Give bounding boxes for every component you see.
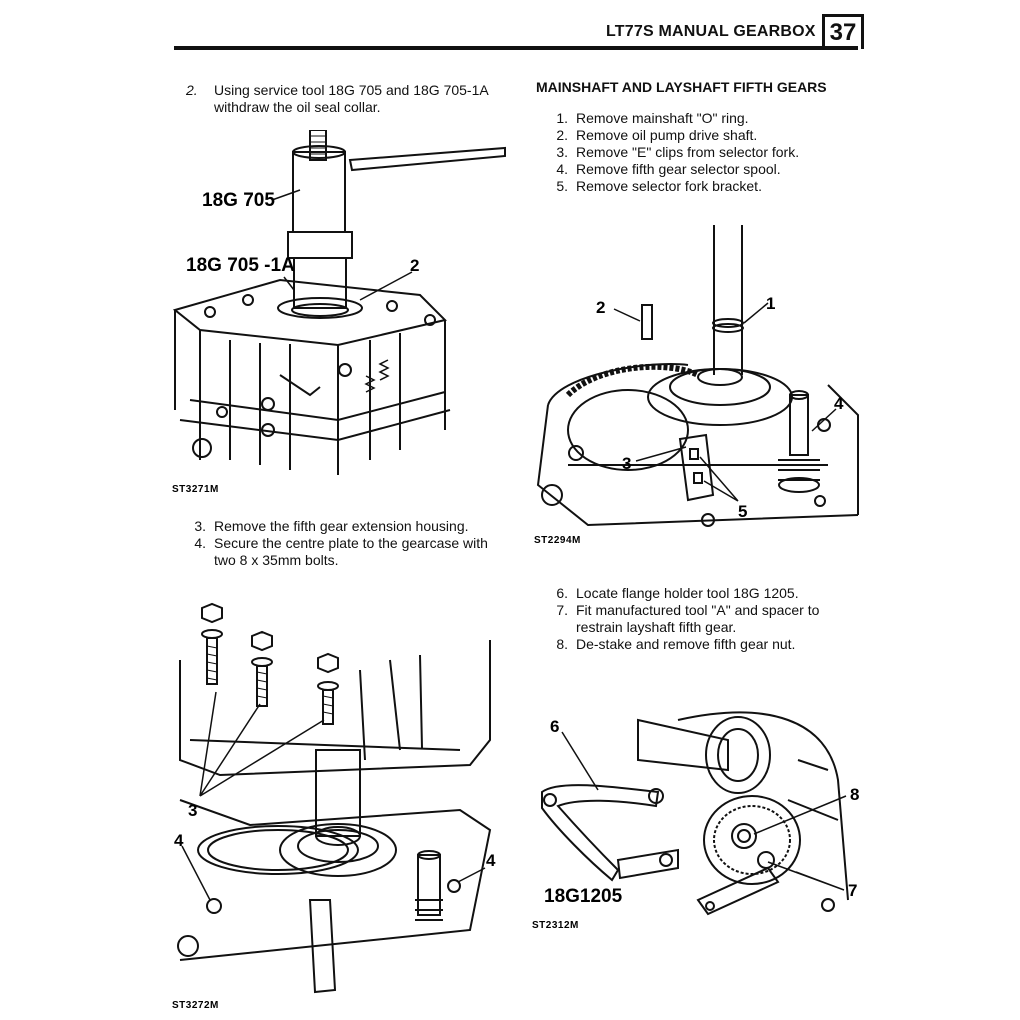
- step-4-text: Secure the centre plate to the gearcase …: [214, 535, 488, 568]
- figure-st3271m-drawing: 18G 705 18G 705 -1A 2 ST3271M: [172, 130, 506, 495]
- caption-st2312m: ST2312M: [532, 920, 579, 931]
- step-r3-text: Remove "E" clips from selector fork.: [576, 144, 800, 160]
- step-r6-text: Locate flange holder tool 18G 1205.: [576, 585, 799, 601]
- step-r2: 2. Remove oil pump drive shaft.: [548, 127, 868, 144]
- label-18g1205: 18G1205: [544, 886, 623, 907]
- caption-st3271m: ST3271M: [172, 484, 219, 495]
- step-r6-number: 6.: [556, 585, 568, 601]
- step-r6: 6. Locate flange holder tool 18G 1205.: [548, 585, 866, 602]
- step-2-number: 2.: [186, 82, 198, 98]
- step-r3: 3. Remove "E" clips from selector fork.: [548, 144, 868, 161]
- callout-6: 6: [550, 717, 559, 736]
- figure-st2294m: 2 1 3 4 5 ST2294M: [528, 225, 868, 550]
- step-r8-number: 8.: [556, 636, 568, 652]
- step-r4-text: Remove fifth gear selector spool.: [576, 161, 781, 177]
- step-r2-number: 2.: [556, 127, 568, 143]
- step-r1-number: 1.: [556, 110, 568, 126]
- step-r8-text: De-stake and remove fifth gear nut.: [576, 636, 796, 652]
- step-r5-text: Remove selector fork bracket.: [576, 178, 762, 194]
- step-r5: 5. Remove selector fork bracket.: [548, 178, 868, 195]
- callout-7: 7: [848, 881, 857, 900]
- figure-st3272m: 3 4 4 ST3272M: [160, 600, 510, 1015]
- step-r1-text: Remove mainshaft "O" ring.: [576, 110, 749, 126]
- steps-6-8: 6. Locate flange holder tool 18G 1205. 7.…: [548, 585, 866, 653]
- step-r7-number: 7.: [556, 602, 568, 618]
- callout-1: 1: [766, 294, 775, 313]
- step-r7-text: Fit manufactured tool "A" and spacer to …: [576, 602, 820, 635]
- step-r8: 8. De-stake and remove fifth gear nut.: [548, 636, 866, 653]
- step-2-text: Using service tool 18G 705 and 18G 705-1…: [214, 82, 488, 115]
- label-18g-705-1a: 18G 705 -1A: [186, 255, 295, 276]
- callout-4: 4: [834, 394, 844, 413]
- figure-st2312m-drawing: 6 8 7 18G1205 ST2312M: [532, 711, 859, 931]
- step-4: 4. Secure the centre plate to the gearcas…: [186, 535, 506, 569]
- step-3-number: 3.: [194, 518, 206, 534]
- step-r1: 1. Remove mainshaft "O" ring.: [548, 110, 868, 127]
- callout-5: 5: [738, 502, 747, 521]
- section-heading: MAINSHAFT AND LAYSHAFT FIFTH GEARS: [536, 79, 827, 95]
- figure-st2312m: 6 8 7 18G1205 ST2312M: [528, 700, 868, 935]
- step-r3-number: 3.: [556, 144, 568, 160]
- step-r7: 7. Fit manufactured tool "A" and spacer t…: [548, 602, 866, 636]
- step-r2-text: Remove oil pump drive shaft.: [576, 127, 758, 143]
- callout-4-left: 4: [174, 831, 184, 850]
- figure-st3271m: 18G 705 18G 705 -1A 2 ST3271M: [160, 130, 510, 500]
- page-number: 37: [822, 14, 864, 49]
- callout-4-right: 4: [486, 851, 496, 870]
- step-3-text: Remove the fifth gear extension housing.: [214, 518, 469, 534]
- caption-st3272m: ST3272M: [172, 1000, 219, 1011]
- steps-1-5: 1. Remove mainshaft "O" ring. 2. Remove oi…: [548, 110, 868, 195]
- steps-3-4: 3. Remove the fifth gear extension housin…: [186, 518, 506, 569]
- header-rule: [174, 46, 858, 50]
- step-2: 2. Using service tool 18G 705 and 18G 70…: [186, 82, 506, 116]
- callout-2: 2: [410, 256, 419, 275]
- callout-3: 3: [188, 801, 197, 820]
- step-3: 3. Remove the fifth gear extension housin…: [186, 518, 506, 535]
- step-4-number: 4.: [194, 535, 206, 551]
- figure-st2294m-drawing: 2 1 3 4 5 ST2294M: [534, 225, 859, 546]
- callout-3: 3: [622, 454, 631, 473]
- callout-2: 2: [596, 298, 605, 317]
- page-title: LT77S MANUAL GEARBOX: [606, 23, 816, 40]
- label-18g-705: 18G 705: [202, 190, 275, 211]
- caption-st2294m: ST2294M: [534, 535, 581, 546]
- callout-8: 8: [850, 785, 859, 804]
- step-r4-number: 4.: [556, 161, 568, 177]
- step-r5-number: 5.: [556, 178, 568, 194]
- figure-st3272m-drawing: 3 4 4 ST3272M: [172, 602, 496, 1011]
- step-r4: 4. Remove fifth gear selector spool.: [548, 161, 868, 178]
